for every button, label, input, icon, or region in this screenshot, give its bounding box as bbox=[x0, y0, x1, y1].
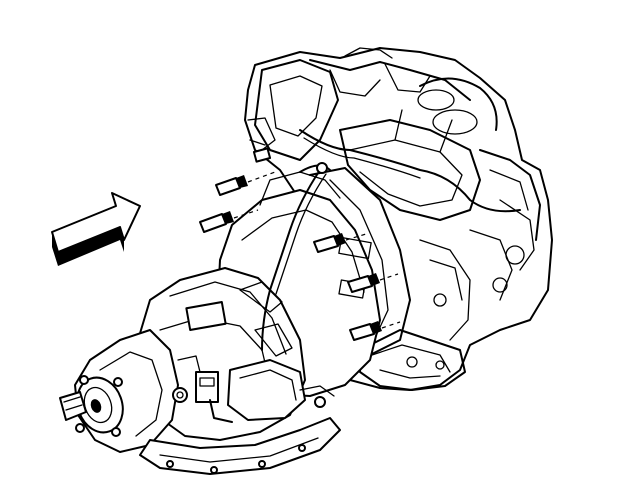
bolt-icon bbox=[349, 321, 401, 341]
mounting-bolts bbox=[199, 171, 401, 341]
transmission-to-engine-assembly-icon bbox=[59, 162, 381, 475]
direction-arrow-icon bbox=[51, 192, 141, 266]
engine-block bbox=[244, 47, 553, 391]
bolt-icon bbox=[215, 171, 276, 196]
bolt-icon bbox=[347, 273, 399, 293]
bolt-icon bbox=[199, 209, 259, 233]
bolt-icon bbox=[313, 233, 367, 253]
